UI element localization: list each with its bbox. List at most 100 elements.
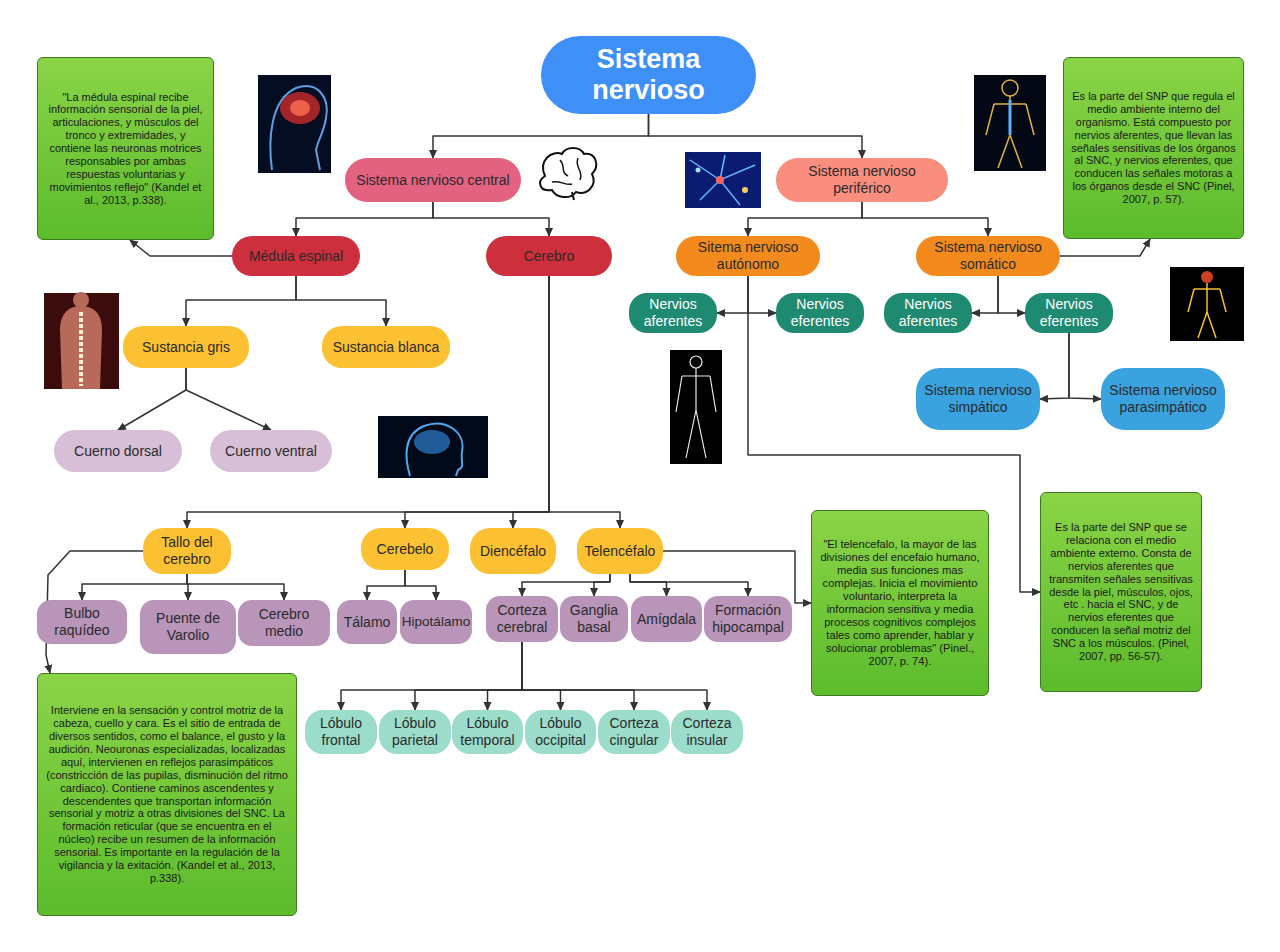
connector-arrow bbox=[717, 276, 748, 313]
lobe-pill: Lóbulo occipital bbox=[525, 710, 596, 754]
part-pill: Bulbo raquídeo bbox=[37, 600, 127, 644]
part-pill: Hipotálamo bbox=[400, 600, 472, 644]
connector-arrow bbox=[748, 276, 776, 313]
head-blue-photo bbox=[378, 416, 488, 478]
part-pill: Cerebro medio bbox=[238, 600, 330, 646]
node-label: Hipotálamo bbox=[402, 614, 470, 630]
connector-arrow bbox=[433, 202, 549, 236]
node-label: Tallo del cerebro bbox=[147, 534, 227, 568]
part-pill: Amígdala bbox=[631, 596, 702, 642]
node-label: Cerebro medio bbox=[242, 606, 326, 640]
node-label: Lóbulo temporal bbox=[456, 715, 519, 749]
node-label: Sustancia gris bbox=[142, 339, 230, 356]
note-box: "La médula espinal recibe información se… bbox=[37, 57, 214, 240]
skeleton-nerves-photo bbox=[670, 350, 722, 464]
note-text: Interviene en la sensación y control mot… bbox=[44, 704, 290, 884]
node-label: Nervios aferentes bbox=[888, 296, 968, 330]
lobe-pill: Corteza cingular bbox=[598, 710, 670, 754]
connector-arrow bbox=[367, 570, 405, 600]
node-label: Bulbo raquídeo bbox=[41, 605, 123, 639]
connector-arrow bbox=[998, 276, 1025, 313]
connector-arrow bbox=[862, 202, 988, 236]
node-label: Diencéfalo bbox=[480, 543, 546, 560]
lobe-pill: Lóbulo parietal bbox=[379, 710, 451, 754]
part-pill: Formación hipocampal bbox=[704, 596, 792, 642]
connector-arrow bbox=[187, 574, 284, 600]
node-label: Tálamo bbox=[344, 614, 391, 631]
part-pill: Sustancia blanca bbox=[322, 326, 450, 368]
note-box: Es la parte del SNP que regula el medio … bbox=[1063, 57, 1244, 239]
connector-arrow bbox=[549, 276, 620, 528]
note-box: Interviene en la sensación y control mot… bbox=[37, 673, 297, 916]
connector-arrow bbox=[1069, 333, 1101, 399]
connector-arrow bbox=[118, 368, 186, 430]
lobe-pill: Lóbulo frontal bbox=[305, 710, 377, 754]
node-label: Sistema nervioso bbox=[545, 44, 752, 106]
connector-arrow bbox=[594, 574, 610, 596]
note-box: "El telencefalo, la mayor de las divisio… bbox=[811, 510, 989, 696]
nerve-pill: Nervios aferentes bbox=[629, 293, 717, 333]
note-text: "El telencefalo, la mayor de las divisio… bbox=[818, 538, 982, 669]
node-label: Sistema nervioso periférico bbox=[780, 163, 944, 197]
connector-arrow bbox=[186, 276, 296, 326]
node-label: Cerebro bbox=[524, 248, 575, 265]
nerve-pill: Nervios eferentes bbox=[1025, 293, 1113, 333]
node-label: Corteza cingular bbox=[602, 715, 666, 749]
node-label: Corteza insular bbox=[675, 715, 739, 749]
lobe-pill: Corteza insular bbox=[671, 710, 743, 754]
connector-arrow bbox=[187, 276, 549, 528]
connector-arrow bbox=[630, 574, 748, 596]
connector-arrow bbox=[488, 642, 523, 710]
part-pill: Cuerno ventral bbox=[210, 430, 332, 472]
brain-outline-icon bbox=[540, 148, 596, 200]
connector-arrow bbox=[972, 276, 998, 313]
connector-arrow bbox=[649, 114, 863, 158]
note-box: Es la parte del SNP que se relaciona con… bbox=[1040, 492, 1202, 692]
node-label: Telencéfalo bbox=[585, 543, 656, 560]
connector-arrow bbox=[130, 240, 232, 256]
node-label: Formación hipocampal bbox=[708, 602, 788, 636]
node-label: Lóbulo occipital bbox=[529, 715, 592, 749]
lobe-pill: Lóbulo temporal bbox=[452, 710, 523, 754]
part-pill: Tálamo bbox=[337, 600, 397, 644]
part-pill: Sustancia gris bbox=[123, 326, 249, 368]
part-pill: Cerebelo bbox=[361, 528, 449, 570]
spine-photo bbox=[44, 292, 119, 389]
note-text: Es la parte del SNP que regula el medio … bbox=[1070, 90, 1237, 206]
branch-pill: Sistema nervioso periférico bbox=[776, 158, 948, 202]
node-label: Lóbulo frontal bbox=[309, 715, 373, 749]
division-pill: Sistema nervioso somático bbox=[916, 236, 1060, 276]
connector-arrow bbox=[513, 276, 549, 528]
connector-arrow bbox=[1060, 239, 1150, 256]
connector-arrow bbox=[433, 114, 649, 158]
connector-arrow bbox=[186, 368, 271, 430]
node-label: Cuerno dorsal bbox=[74, 443, 162, 460]
system-pill: Sistema nervioso simpático bbox=[916, 368, 1040, 430]
node-label: Ganglia basal bbox=[564, 602, 624, 636]
division-pill: Cerebro bbox=[486, 236, 612, 276]
node-label: Puente de Varolio bbox=[144, 610, 232, 644]
nerve-pill: Nervios aferentes bbox=[884, 293, 972, 333]
node-label: Médula espinal bbox=[249, 248, 343, 265]
connector-arrow bbox=[296, 202, 433, 236]
node-label: Sistema nervioso simpático bbox=[920, 382, 1036, 416]
node-label: Sustancia blanca bbox=[333, 339, 440, 356]
node-label: Sitema nervioso autónomo bbox=[680, 239, 816, 273]
part-pill: Telencéfalo bbox=[577, 528, 663, 574]
part-pill: Puente de Varolio bbox=[140, 600, 236, 654]
connector-arrow bbox=[296, 276, 386, 326]
connector-arrow bbox=[405, 570, 436, 600]
node-label: Sistema nervioso somático bbox=[920, 239, 1056, 273]
part-pill: Cuerno dorsal bbox=[54, 430, 182, 472]
nerve-pill: Nervios eferentes bbox=[776, 293, 864, 333]
node-label: Corteza cerebral bbox=[490, 602, 554, 636]
node-label: Lóbulo parietal bbox=[383, 715, 447, 749]
branch-pill: Sistema nervioso central bbox=[345, 158, 521, 202]
division-pill: Sitema nervioso autónomo bbox=[676, 236, 820, 276]
connector-arrow bbox=[405, 276, 549, 528]
connector-arrow bbox=[522, 642, 707, 710]
node-label: Sistema nervioso parasimpático bbox=[1105, 382, 1221, 416]
connector-arrow bbox=[82, 574, 187, 600]
connector-arrow bbox=[415, 642, 522, 710]
part-pill: Corteza cerebral bbox=[486, 596, 558, 642]
